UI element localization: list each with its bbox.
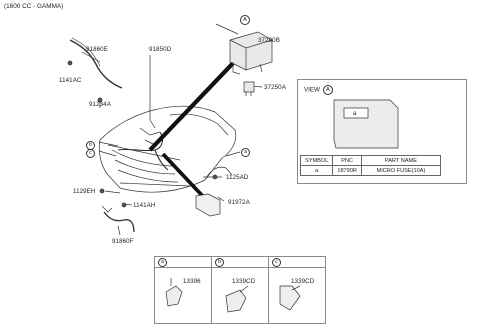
label-37250a: 37250A — [264, 84, 286, 91]
label-1129eh: 1129EH — [73, 188, 96, 195]
subpanel-c-part: 1339CD — [291, 278, 315, 285]
subpanel-b-symbol: b — [215, 258, 224, 267]
subpanel-c-header: c — [269, 257, 325, 268]
table-row: a 18790R MICRO FUSE(10A) — [299, 165, 441, 176]
callout-a-lower: a — [241, 148, 250, 157]
table-header-part-name: PART NAME — [360, 155, 441, 166]
callout-a-upper: A — [240, 15, 250, 25]
table-header-symbol: SYMBOL — [299, 155, 334, 166]
car-front-outline — [98, 139, 223, 193]
subpanel-b-header: b — [212, 257, 268, 268]
harness-91860f — [103, 211, 135, 233]
page-title: (1600 CC - GAMMA) — [4, 3, 64, 10]
part-1339cd-b — [225, 289, 247, 313]
table-header-row: SYMBOL PNC PART NAME — [299, 155, 441, 166]
car-grille — [111, 149, 179, 183]
subpanel-b-part: 1339CD — [232, 278, 256, 285]
harness-91860e — [69, 39, 123, 89]
label-91860e: 91860E — [86, 46, 108, 53]
subpanel-a-symbol: a — [158, 258, 167, 267]
callout-c: c — [86, 149, 95, 158]
table-cell-pnc: 18790R — [332, 165, 362, 176]
junction-box-37290b — [229, 31, 273, 71]
label-37290b: 37290B — [258, 37, 280, 44]
label-91850d: 91850D — [149, 46, 172, 53]
view-title-circle: A — [322, 85, 333, 95]
car-hood-outline — [99, 105, 237, 159]
subpanel-b: b 1339CD — [211, 256, 269, 324]
table-header-pnc: PNC — [332, 155, 362, 166]
subpanel-c: c 1339CD — [268, 256, 326, 324]
subpanel-a-part: 13396 — [183, 278, 201, 285]
bracket-91972a — [195, 193, 221, 217]
relay-37250a — [243, 81, 255, 93]
label-1141ac: 1141AC — [59, 77, 82, 84]
table-cell-symbol: a — [299, 165, 334, 176]
label-91972a: 91972A — [228, 199, 250, 206]
view-title-text: VIEW — [304, 86, 320, 94]
table-cell-part-name: MICRO FUSE(10A) — [360, 165, 441, 176]
car-windshield — [169, 113, 229, 136]
subpanel-a: a 13396 — [154, 256, 212, 324]
subpanel-c-symbol: c — [272, 258, 281, 267]
subpanel-a-header: a — [155, 257, 211, 268]
fuse-symbol-label: a — [353, 111, 357, 117]
fuse-spec-table: SYMBOL PNC PART NAME a 18790R MICRO FUSE… — [299, 155, 441, 176]
part-13396 — [165, 285, 183, 307]
part-1339cd-c — [279, 285, 301, 311]
label-1125ad: 1125AD — [226, 174, 249, 181]
label-91234a: 91234A — [89, 101, 111, 108]
label-91860f: 91860F — [112, 238, 134, 245]
label-1141ah: 1141AH — [133, 202, 156, 209]
